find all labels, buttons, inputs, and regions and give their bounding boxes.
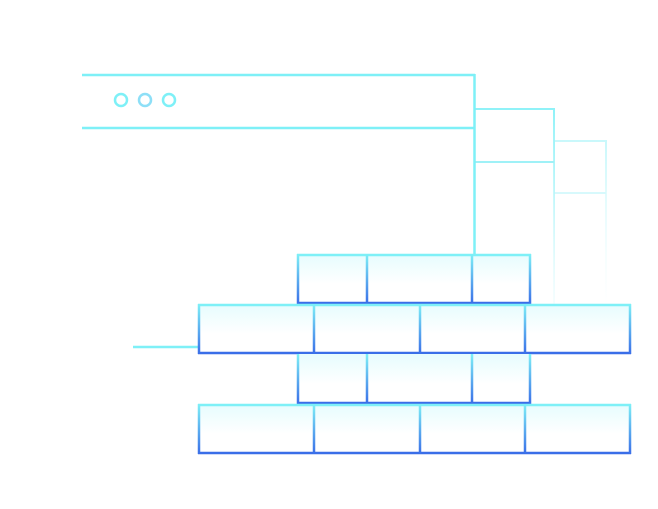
- brick-row: [197, 303, 632, 355]
- window-controls: [113, 92, 177, 108]
- window-dot-icon: [113, 92, 129, 108]
- brick-row: [296, 253, 532, 305]
- brick-wall-icon: [197, 253, 632, 455]
- background-window-back: [553, 140, 607, 312]
- brick-row: [197, 403, 632, 455]
- window-dot-icon: [137, 92, 153, 108]
- brick-row: [296, 354, 532, 405]
- window-dot-icon: [161, 92, 177, 108]
- content-lines: [133, 186, 420, 349]
